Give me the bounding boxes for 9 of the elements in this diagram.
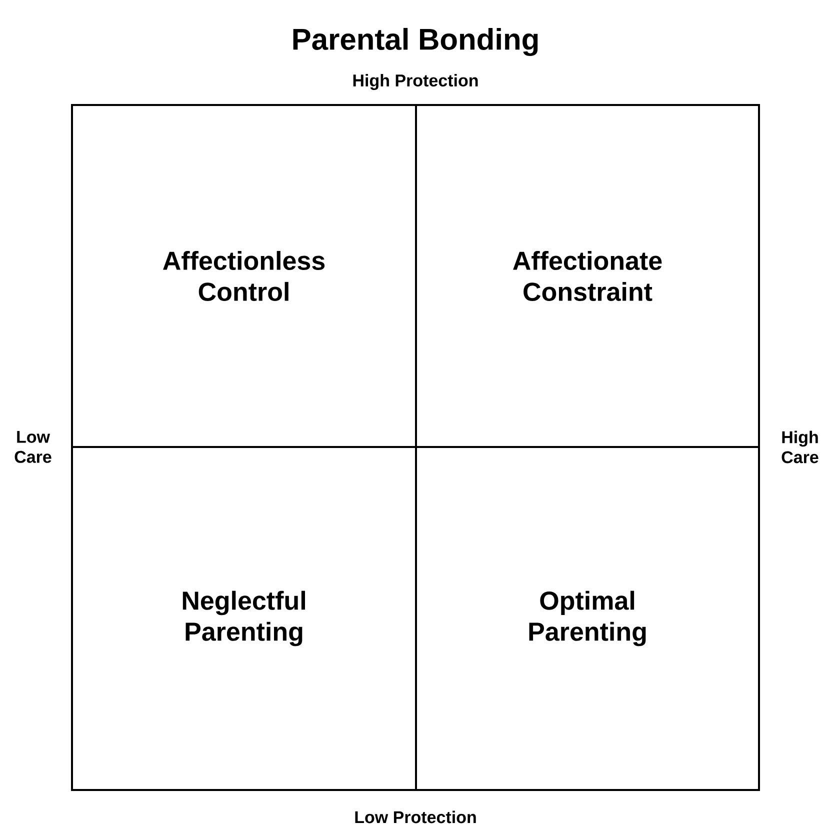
axis-label: Low Protection — [355, 810, 476, 824]
axis-label: Low Care — [14, 431, 52, 463]
quadrant-box: Optimal Parenting — [415, 446, 760, 791]
quadrant-box: Affectionate Constraint — [415, 104, 760, 448]
axis-label: High Protection — [353, 74, 478, 90]
quadrant-box: Neglectful Parenting — [71, 446, 417, 791]
axis-label: High Care — [782, 430, 818, 464]
quadrant-box: Affectionless Control — [71, 104, 417, 448]
title: Parental Bonding — [293, 28, 538, 56]
